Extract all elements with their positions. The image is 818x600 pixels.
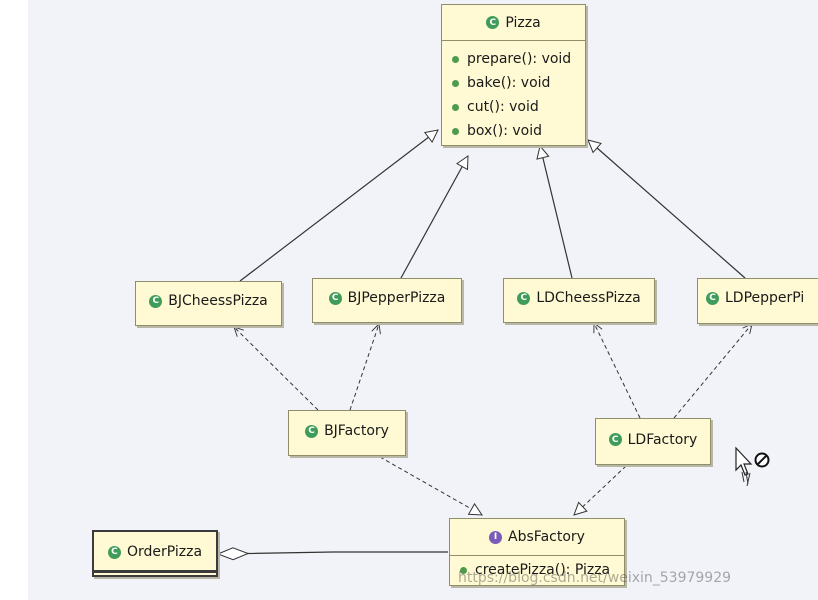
class-name: BJFactory: [324, 423, 389, 439]
watermark: https://blog.csdn.net/weixin_53979929: [458, 570, 732, 586]
public-method-icon: [452, 103, 459, 111]
class-icon: C: [517, 291, 531, 305]
operation-row[interactable]: cut(): void: [442, 95, 585, 119]
class-bjpepperpizza[interactable]: C BJPepperPizza: [312, 278, 462, 323]
class-bjcheesspizza[interactable]: C BJCheessPizza: [135, 281, 282, 326]
class-icon: C: [305, 424, 319, 438]
class-bjfactory[interactable]: C BJFactory: [288, 410, 406, 456]
edge-ldfactory-to-ldpepper: [673, 324, 752, 419]
operation-row[interactable]: box(): void: [442, 119, 585, 143]
class-name: BJCheessPizza: [168, 293, 268, 309]
operations-compartment: prepare(): void bake(): void cut(): void…: [442, 40, 585, 143]
public-method-icon: [452, 127, 459, 135]
class-name: LDFactory: [627, 431, 698, 448]
interface-absfactory[interactable]: I AbsFactory createPizza(): Pizza: [449, 518, 625, 586]
edge-bjpepper-to-pizza: [400, 156, 468, 279]
selection-underline: [94, 570, 216, 573]
class-icon: C: [107, 545, 121, 559]
interface-name: AbsFactory: [508, 529, 585, 545]
class-name: OrderPizza: [126, 544, 203, 560]
operation-row[interactable]: bake(): void: [442, 71, 585, 95]
public-method-icon: [452, 55, 459, 63]
class-icon: C: [149, 294, 163, 308]
edge-bjfactory-to-bjpepper: [349, 324, 379, 411]
cursor-no-drop-icon: [735, 446, 770, 487]
edge-bjfactory-to-absfactory: [379, 456, 482, 515]
class-name: LDCheessPizza: [536, 290, 641, 306]
operations-compartment: createPizza(): Pizza: [450, 555, 624, 582]
class-icon: C: [608, 433, 622, 446]
edge-ldpepper-to-pizza: [588, 140, 746, 279]
edge-bjcheese-to-pizza: [239, 130, 438, 282]
edge-ldfactory-to-absfactory: [574, 465, 627, 515]
edge-ldcheese-to-pizza: [540, 146, 573, 279]
public-method-icon: [460, 566, 467, 574]
operation-row[interactable]: prepare(): void: [442, 47, 585, 71]
edge-ldfactory-to-ldcheese: [594, 323, 641, 419]
public-method-icon: [452, 79, 459, 87]
class-ldcheesspizza[interactable]: C LDCheessPizza: [503, 278, 655, 323]
class-icon: C: [486, 16, 500, 29]
class-orderpizza[interactable]: C OrderPizza: [92, 530, 218, 577]
edge-bjfactory-to-bjcheese: [234, 327, 319, 411]
class-icon: C: [328, 291, 342, 305]
edge-orderpizza-absfactory: [218, 552, 448, 554]
class-ldpepperpizza[interactable]: C LDPepperPi: [697, 278, 818, 324]
class-name: BJPepperPizza: [347, 290, 446, 306]
interface-icon: I: [489, 530, 503, 544]
class-pizza[interactable]: C Pizza prepare(): void bake(): void cut…: [441, 4, 586, 146]
operation-row[interactable]: createPizza(): Pizza: [450, 558, 624, 582]
class-icon: C: [706, 291, 719, 305]
class-ldfactory[interactable]: C LDFactory: [595, 418, 711, 465]
class-name: LDPepperPi: [725, 290, 805, 306]
class-name: Pizza: [505, 14, 541, 31]
